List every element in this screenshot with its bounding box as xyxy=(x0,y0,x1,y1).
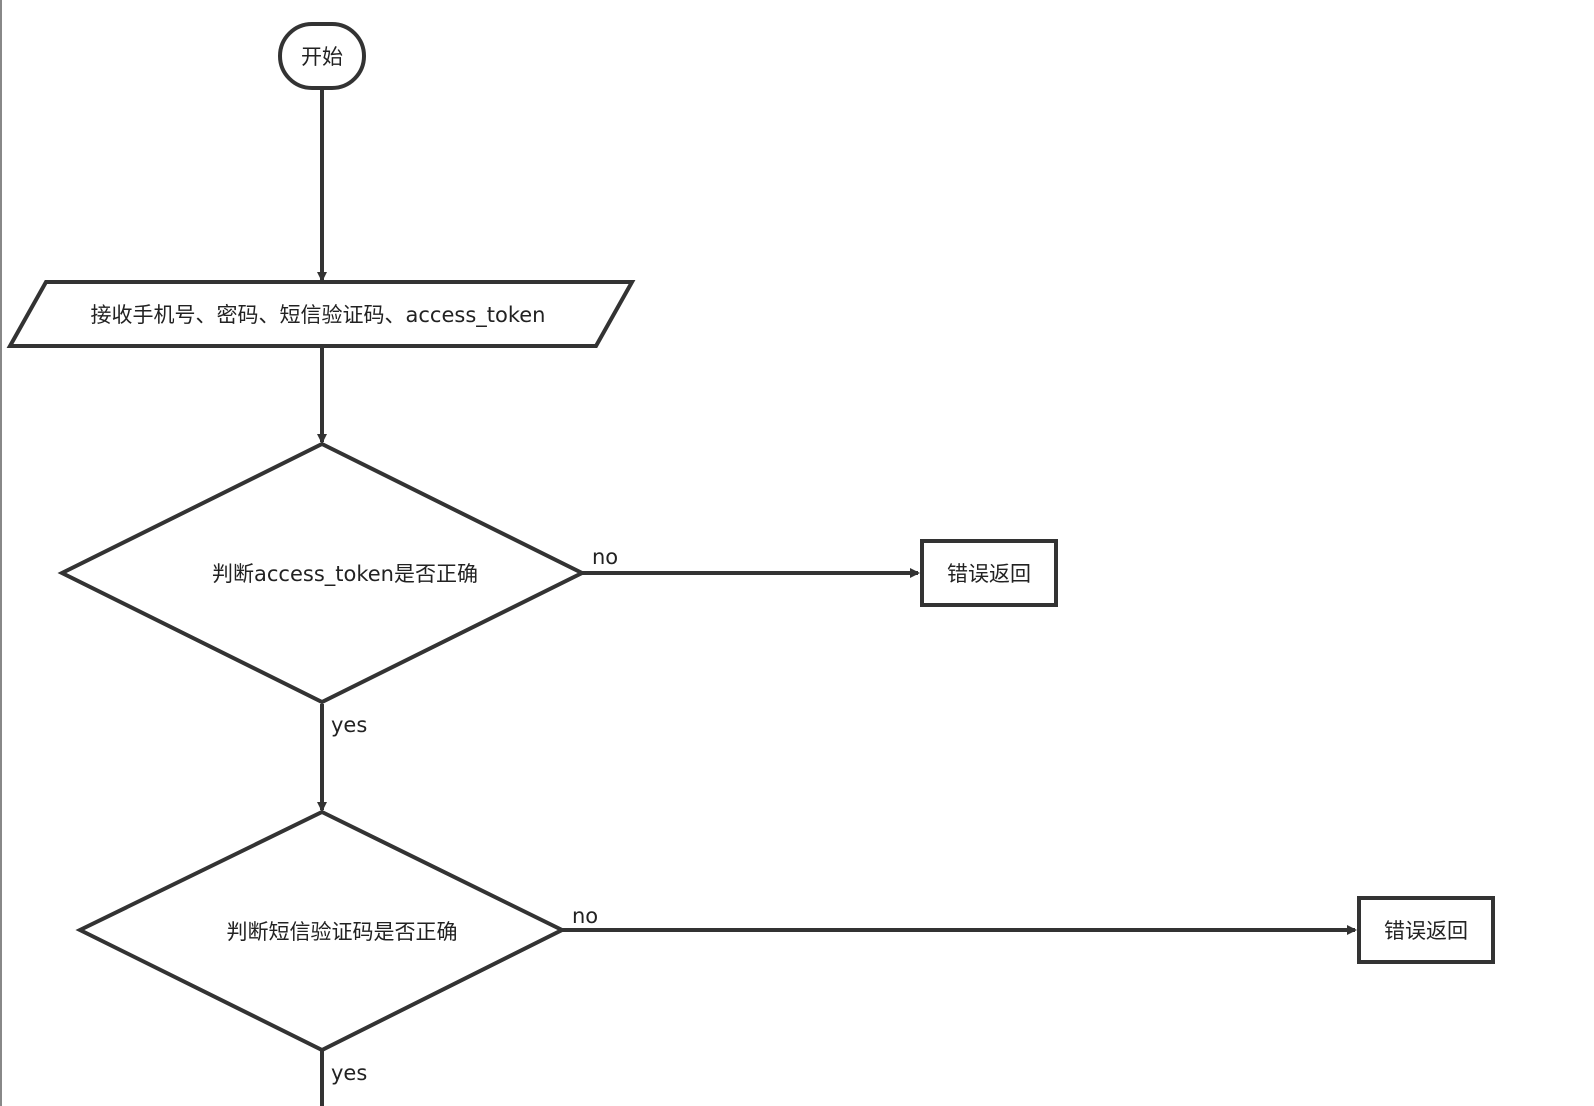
decision-token-label: 判断access_token是否正确 xyxy=(212,562,478,587)
start-node[interactable] xyxy=(278,22,366,90)
error-node-token[interactable] xyxy=(920,539,1058,607)
error-node-token-label: 错误返回 xyxy=(947,562,1031,586)
edge-token-no-label: no xyxy=(592,545,618,569)
input-node-label: 接收手机号、密码、短信验证码、access_token xyxy=(91,303,546,328)
start-node-label: 开始 xyxy=(301,45,343,69)
canvas-left-border xyxy=(0,0,2,1106)
decision-token-node[interactable] xyxy=(57,441,587,705)
error-node-sms[interactable] xyxy=(1357,896,1495,964)
edge-sms-yes-label: yes xyxy=(331,1061,367,1085)
edge-token-yes-label: yes xyxy=(331,713,367,737)
decision-sms-node[interactable] xyxy=(75,809,567,1053)
input-node[interactable] xyxy=(6,280,636,348)
edge-sms-no-label: no xyxy=(572,904,598,928)
decision-sms-label: 判断短信验证码是否正确 xyxy=(227,920,458,944)
error-node-sms-label: 错误返回 xyxy=(1384,919,1468,943)
